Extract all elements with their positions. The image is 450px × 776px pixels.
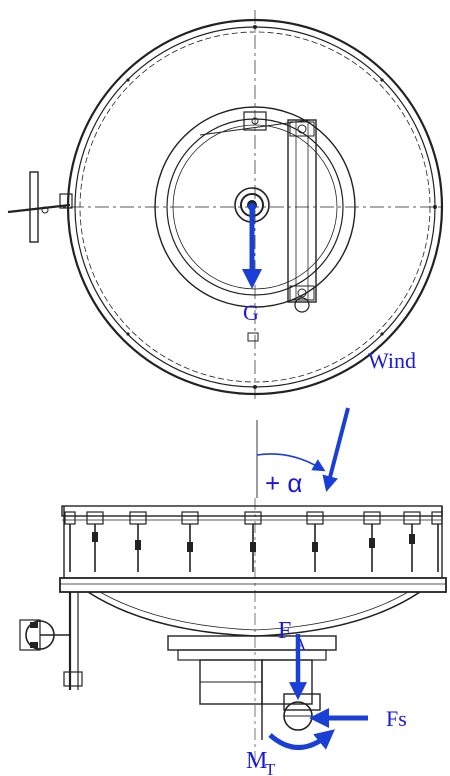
left-handle <box>7 171 73 243</box>
center-marker <box>247 332 259 342</box>
gravity-origin <box>248 203 256 211</box>
hatch-rim <box>172 124 338 290</box>
torque-label: M <box>246 748 267 774</box>
shear-force-label: Fs <box>386 706 407 731</box>
top-bracket <box>243 111 267 131</box>
platform-flange <box>59 577 447 593</box>
wind-arrow <box>322 407 350 492</box>
top-rail <box>61 505 443 517</box>
side-view <box>19 498 447 760</box>
axial-force-label: F <box>278 618 291 644</box>
bearing-block <box>199 659 321 711</box>
gravity-label: G <box>243 300 259 325</box>
wind-label: Wind <box>368 348 416 373</box>
bearing-forces: F A Fs M T <box>246 618 407 776</box>
angle-arc <box>256 453 326 472</box>
rim-bolts <box>126 25 437 389</box>
hanging-rods <box>64 511 443 572</box>
side-clamp <box>19 592 83 690</box>
angle-label: + α <box>265 468 302 498</box>
dish-bowl-inner <box>99 591 409 631</box>
hinge-column <box>287 119 317 313</box>
top-bracket-pin <box>251 117 259 125</box>
torque-subscript: T <box>265 760 276 776</box>
hatch-outer <box>154 106 356 308</box>
dish-bowl <box>87 591 421 637</box>
top-view: G <box>7 10 445 400</box>
wind-angle: Wind + α <box>256 348 416 498</box>
torque-arrow <box>268 729 335 750</box>
hatch-inner <box>166 118 344 296</box>
hub-plate <box>167 635 337 651</box>
